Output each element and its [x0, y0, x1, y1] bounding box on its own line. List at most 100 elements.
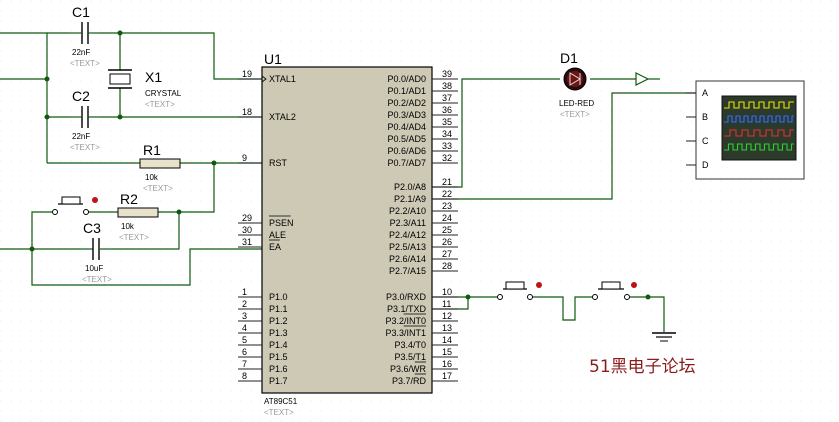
reset-button[interactable]: [52, 196, 99, 215]
r1-value: 10k: [145, 173, 159, 182]
d1-value: LED-RED: [559, 99, 594, 108]
pin-name: P1.3: [269, 328, 288, 338]
pin-name: PSEN: [269, 218, 294, 228]
resistor-r1[interactable]: R1 10k <TEXT>: [139, 142, 181, 193]
pin-number: 35: [442, 117, 452, 127]
pin-name: P2.6/A14: [389, 254, 426, 264]
pin-name: P2.7/A15: [389, 266, 426, 276]
pin-name: P3.2/INT0: [385, 316, 426, 326]
pin-number: 6: [242, 347, 247, 357]
oscilloscope-channel-a[interactable]: A: [686, 88, 708, 98]
pin-number: 26: [442, 237, 452, 247]
pin-name: P3.4/T0: [394, 340, 426, 350]
push-button-2-indicator: [631, 282, 637, 288]
pin-name: P2.2/A10: [389, 206, 426, 216]
trace-1: [724, 101, 794, 109]
chip-u1-body: [261, 66, 433, 394]
capacitor-c3[interactable]: C3 10uF <TEXT>: [80, 220, 112, 284]
led-d1[interactable]: D1 LED-RED <TEXT>: [559, 50, 594, 119]
oscilloscope-channel-d[interactable]: D: [686, 160, 709, 170]
crystal-x1[interactable]: X1 CRYSTAL <TEXT>: [108, 69, 182, 109]
push-button-1-indicator: [536, 282, 542, 288]
pin-name: P3.5/T1: [394, 352, 426, 362]
pin-name: P0.6/AD6: [387, 146, 426, 156]
junction: [645, 294, 651, 300]
wire-p21-scope: [432, 92, 696, 200]
pin-number: 39: [442, 69, 452, 79]
pin-name: P2.1/A9: [394, 194, 426, 204]
u1-ref: U1: [264, 51, 282, 67]
wire-ea: [31, 248, 262, 286]
x1-value: CRYSTAL: [145, 89, 182, 98]
x1-text: <TEXT>: [145, 100, 175, 109]
r2-ref: R2: [120, 191, 138, 207]
pin-name: P2.4/A12: [389, 230, 426, 240]
voltage-probe-icon[interactable]: [635, 72, 660, 86]
capacitor-c1[interactable]: C1 22nF <TEXT>: [70, 4, 100, 68]
pin-number: 32: [442, 153, 452, 163]
channel-label: D: [702, 160, 709, 170]
pin-name: P1.5: [269, 352, 288, 362]
oscilloscope-channels: A B C D: [686, 88, 709, 170]
push-button-2[interactable]: [592, 281, 638, 300]
reset-button-indicator: [92, 197, 98, 203]
junction: [117, 30, 123, 36]
junctions: [29, 30, 651, 300]
oscilloscope[interactable]: A B C D: [686, 80, 805, 180]
oscilloscope-channel-c[interactable]: C: [686, 136, 709, 146]
pin-number: 8: [242, 371, 247, 381]
resistor-r2[interactable]: R2 10k <TEXT>: [117, 191, 159, 242]
oscilloscope-channel-b[interactable]: B: [686, 112, 708, 122]
pin-name: P0.3/AD3: [387, 110, 426, 120]
pin-name: P0.1/AD1: [387, 86, 426, 96]
push-button-1[interactable]: [497, 281, 543, 300]
pin-number: 23: [442, 201, 452, 211]
pin-name: ALE: [269, 230, 286, 240]
capacitor-c2[interactable]: C2 22nF <TEXT>: [70, 88, 100, 152]
pin-name: P2.5/A13: [389, 242, 426, 252]
oscilloscope-traces: [724, 101, 794, 151]
